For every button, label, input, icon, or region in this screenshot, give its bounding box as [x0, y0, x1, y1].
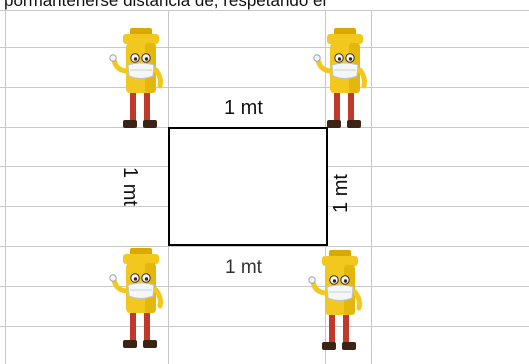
masked-trash-bin-mascot-icon: [313, 28, 367, 128]
bottom-side-label: 1 mt: [225, 257, 262, 278]
masked-trash-bin-mascot-icon: [109, 248, 163, 348]
masked-trash-bin-mascot-icon: [109, 28, 163, 128]
top-side-label: 1 mt: [224, 97, 263, 119]
right-side-label: 1 mt: [329, 174, 352, 213]
mascot-bottom-right: [308, 250, 362, 350]
mascot-top-right: [313, 28, 367, 128]
one-meter-square: [168, 127, 328, 246]
left-side-label: 1 mt: [118, 167, 141, 206]
masked-trash-bin-mascot-icon: [308, 250, 362, 350]
mascot-bottom-left: [109, 248, 163, 348]
mascot-top-left: [109, 28, 163, 128]
cropped-heading-text: pormantenerse distancia de, respetando e…: [4, 0, 327, 10]
